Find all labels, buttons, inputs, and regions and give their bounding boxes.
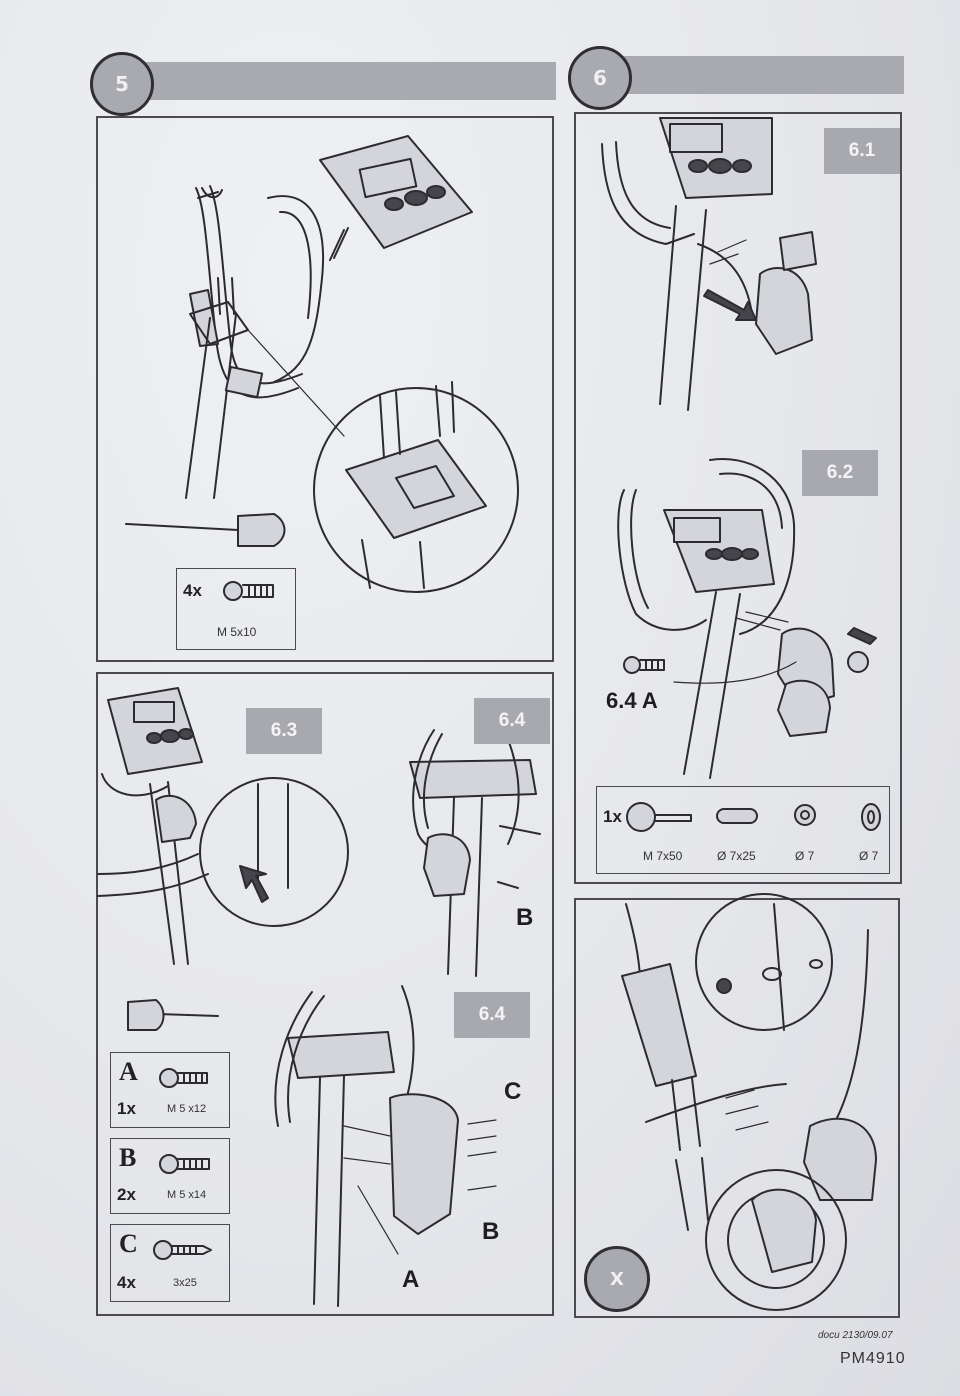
parts-b-size: M 5 x14 (167, 1189, 207, 1201)
parts-c-qty: 4x (117, 1273, 136, 1292)
step-x-circle: X (584, 1246, 650, 1312)
tag-6-2: 6.2 (802, 450, 878, 496)
label-b-bottom: B (482, 1218, 500, 1245)
step-6-header-bar (598, 56, 904, 94)
step-5-circle: 5 (90, 52, 154, 116)
step-5-header-bar (120, 62, 556, 100)
footer-model: PM4910 (840, 1350, 906, 1367)
tag-6-1: 6.1 (824, 128, 900, 174)
tag-6-4-top: 6.4 (474, 698, 550, 744)
panel-step-x: X (574, 893, 900, 1318)
parts-5-qty: 4x (183, 581, 202, 600)
parts-6-item-1: M 7x50 (643, 849, 683, 863)
parts-6-icons (626, 802, 881, 832)
label-a: A (402, 1266, 420, 1293)
panel-step-6: 6.1 6.2 6.4 A 1x M 7x50 Ø 7x25 Ø 7 Ø 7 (574, 112, 902, 884)
parts-a-qty: 1x (117, 1099, 136, 1118)
parts-5-size: M 5x10 (217, 625, 257, 639)
parts-b-letter: B (119, 1143, 137, 1172)
parts-6-qty: 1x (603, 807, 622, 826)
parts-box-c: C 4x 3x25 (110, 1224, 230, 1302)
tag-6-4-bottom: 6.4 (454, 992, 530, 1038)
parts-box-step-5: 4x M 5x10 (176, 568, 296, 650)
screw-c-icon (153, 1240, 212, 1260)
panel-step-6-3-6-4: 6.3 6.4 6.4 B C B A A 1x M 5 x12 B 2x M … (96, 672, 554, 1316)
parts-a-size: M 5 x12 (167, 1103, 207, 1115)
parts-box-a: A 1x M 5 x12 (110, 1052, 230, 1128)
parts-c-letter: C (119, 1229, 138, 1258)
parts-6-item-3: Ø 7 (795, 849, 815, 863)
screw-b-icon (159, 1154, 210, 1174)
parts-b-qty: 2x (117, 1185, 136, 1204)
label-6-4a: 6.4 A (606, 688, 658, 713)
parts-a-letter: A (119, 1057, 138, 1086)
step-x-drawing (621, 893, 877, 1311)
parts-c-size: 3x25 (173, 1277, 197, 1289)
step-6-drawing (601, 117, 877, 779)
panel-step-5: 4x M 5x10 (96, 116, 554, 662)
screw-6-4a-icon (623, 656, 665, 674)
parts-box-b: B 2x M 5 x14 (110, 1138, 230, 1214)
tag-6-3: 6.3 (246, 708, 322, 754)
screw-icon (223, 581, 274, 601)
step-6-3-drawing (97, 687, 541, 1307)
screw-a-icon (159, 1068, 208, 1088)
step-6-circle: 6 (568, 46, 632, 110)
parts-box-step-6: 1x M 7x50 Ø 7x25 Ø 7 Ø 7 (596, 786, 890, 874)
parts-6-item-4: Ø 7 (859, 849, 879, 863)
label-b-top: B (516, 904, 534, 931)
parts-6-item-2: Ø 7x25 (717, 849, 756, 863)
step-5-drawing (125, 135, 519, 593)
label-c: C (504, 1078, 522, 1105)
footer-docu: docu 2130/09.07 (818, 1330, 893, 1341)
